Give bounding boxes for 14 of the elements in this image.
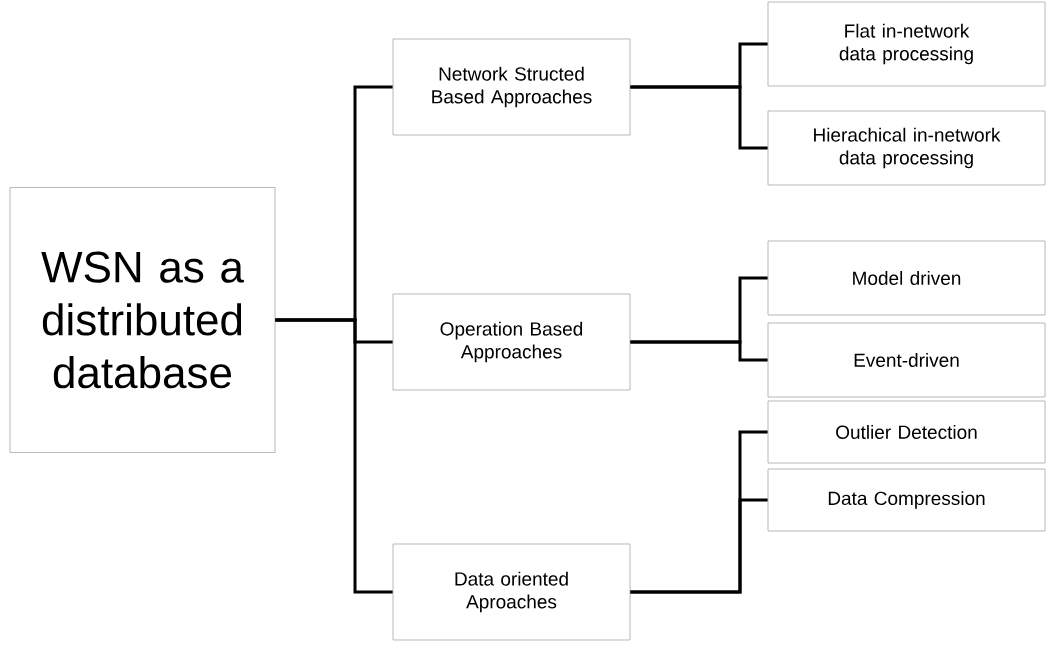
- connector-line: [630, 498, 768, 594]
- connector-line: [275, 318, 393, 594]
- connector-line: [630, 85, 768, 150]
- leaf-box: Model driven: [767, 240, 1046, 316]
- leaf-box: Flat in-network data processing: [767, 1, 1046, 87]
- root-box: WSN as a distributed database: [9, 187, 276, 453]
- category-box: Operation Based Approaches: [392, 293, 631, 391]
- leaf-box: Data Compression: [767, 468, 1046, 532]
- category-box: Data oriented Aproaches: [392, 543, 631, 641]
- category-box: Network Structed Based Approaches: [392, 38, 631, 136]
- leaf-box: Event-driven: [767, 322, 1046, 398]
- leaf-box: Outlier Detection: [767, 400, 1046, 464]
- leaf-box: Hierachical in-network data processing: [767, 110, 1046, 186]
- connector-line: [630, 340, 768, 362]
